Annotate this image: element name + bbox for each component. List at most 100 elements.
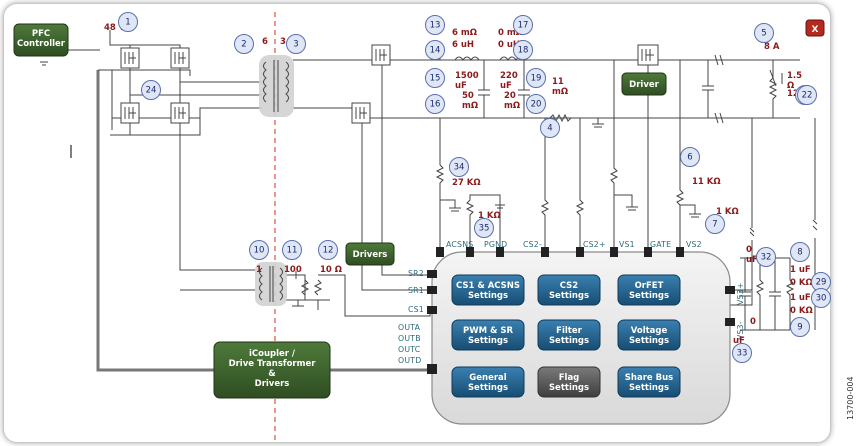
wire-cs1-secondary bbox=[285, 274, 330, 310]
badge-circle bbox=[513, 40, 533, 60]
value-r6: 11 KΩ bbox=[692, 177, 721, 187]
number-badge-2: 2 bbox=[234, 34, 254, 54]
badge-circle bbox=[425, 68, 445, 88]
value-c33: uF bbox=[733, 336, 745, 346]
pin-cs2-minus: CS2- bbox=[523, 240, 542, 249]
number-badge-6: 6 bbox=[680, 147, 700, 167]
pin-vs3-minus: VS3- bbox=[736, 321, 745, 340]
text-line: uF bbox=[500, 81, 512, 91]
text-line: Drivers bbox=[255, 379, 290, 389]
mosfet-q3 bbox=[120, 102, 140, 124]
value-r30: 0 KΩ bbox=[790, 306, 813, 316]
number-badge-24: 24 bbox=[141, 80, 161, 100]
badge-label: 14 bbox=[430, 46, 441, 56]
inductor-l1 bbox=[454, 56, 480, 61]
svg-text:iCoupler /Drive Transformer&Dr: iCoupler /Drive Transformer&Drivers bbox=[229, 349, 317, 389]
pin-gate: GATE bbox=[650, 240, 671, 249]
wire-vs3 bbox=[730, 118, 753, 306]
figure-code: 13700-004 bbox=[846, 376, 855, 420]
number-badge-19: 19 bbox=[526, 68, 546, 88]
drivers-block[interactable]: Drivers bbox=[345, 242, 395, 266]
value-l2-ind: 0 uH bbox=[498, 40, 520, 50]
vs3-cap-2 bbox=[760, 257, 790, 331]
wire-sr2 bbox=[381, 58, 441, 276]
mosfet-orfet bbox=[637, 44, 659, 66]
badge-label: 5 bbox=[761, 29, 766, 39]
text-line: Settings bbox=[629, 336, 669, 346]
icoupler-block[interactable]: iCoupler /Drive Transformer&Drivers bbox=[213, 341, 331, 399]
number-badge-20: 20 bbox=[526, 94, 546, 114]
badge-label: 30 bbox=[816, 294, 827, 304]
text-line: Settings bbox=[549, 291, 589, 301]
pin-cs2-plus: CS2+ bbox=[583, 240, 606, 249]
value-ct-turns: 100 bbox=[284, 265, 302, 275]
badge-circle bbox=[790, 242, 810, 262]
text-line: Settings bbox=[468, 336, 508, 346]
pin-vs2: VS2 bbox=[686, 240, 702, 249]
badge-label: 29 bbox=[816, 278, 827, 288]
number-badge-8: 8 bbox=[790, 242, 810, 262]
badge-circle bbox=[732, 343, 752, 363]
text-line: Controller bbox=[17, 39, 66, 49]
transformer-main-shade bbox=[259, 55, 294, 117]
ground-1 bbox=[592, 118, 604, 128]
svg-text:Driver: Driver bbox=[629, 80, 659, 90]
number-badge-9: 9 bbox=[790, 317, 810, 337]
number-badge-18: 18 bbox=[513, 40, 533, 60]
value-r34: 27 KΩ bbox=[452, 178, 481, 188]
badge-circle bbox=[474, 218, 494, 238]
vs3-res-1 bbox=[755, 258, 765, 330]
badge-circle bbox=[118, 12, 138, 32]
wire-acsns-div bbox=[465, 194, 501, 252]
mosfet-sr1 bbox=[351, 102, 371, 124]
text-line: Settings bbox=[468, 291, 508, 301]
value-l1-ind: 6 uH bbox=[452, 40, 474, 50]
badge-circle bbox=[318, 240, 338, 260]
pin-vs3-plus: VS3+ bbox=[736, 282, 745, 305]
badge-label: 8 bbox=[797, 248, 802, 258]
driver-block[interactable]: Driver bbox=[621, 72, 667, 96]
badge-label: 19 bbox=[531, 74, 542, 84]
badge-label: 15 bbox=[430, 74, 441, 84]
number-badge-13: 13 bbox=[425, 15, 445, 35]
badge-label: 10 bbox=[254, 246, 265, 256]
number-badge-33: 33 bbox=[732, 343, 752, 363]
wire-vs1 bbox=[609, 60, 638, 252]
pin-cs1: CS1 bbox=[408, 305, 424, 314]
vs3-break-marks bbox=[749, 219, 818, 237]
capacitor-c2 bbox=[518, 60, 530, 118]
value-load-current: 8 A bbox=[764, 42, 780, 52]
badge-label: 3 bbox=[293, 40, 298, 50]
wire-cs1-to-chip bbox=[318, 274, 431, 317]
badge-circle bbox=[526, 68, 546, 88]
capacitor-c1 bbox=[478, 60, 490, 118]
badge-circle bbox=[811, 288, 831, 308]
chip-pins-left bbox=[427, 270, 437, 374]
value-r29: 0 KΩ bbox=[790, 278, 813, 288]
mosfet-sr2 bbox=[371, 44, 391, 66]
cs1-burden bbox=[300, 279, 323, 296]
badge-circle bbox=[286, 34, 306, 54]
number-badge-11: 11 bbox=[282, 240, 302, 260]
badge-circle bbox=[249, 240, 269, 260]
badge-label: 12 bbox=[323, 246, 334, 256]
close-button[interactable]: X bbox=[805, 19, 825, 37]
text-line: mΩ bbox=[504, 101, 520, 111]
